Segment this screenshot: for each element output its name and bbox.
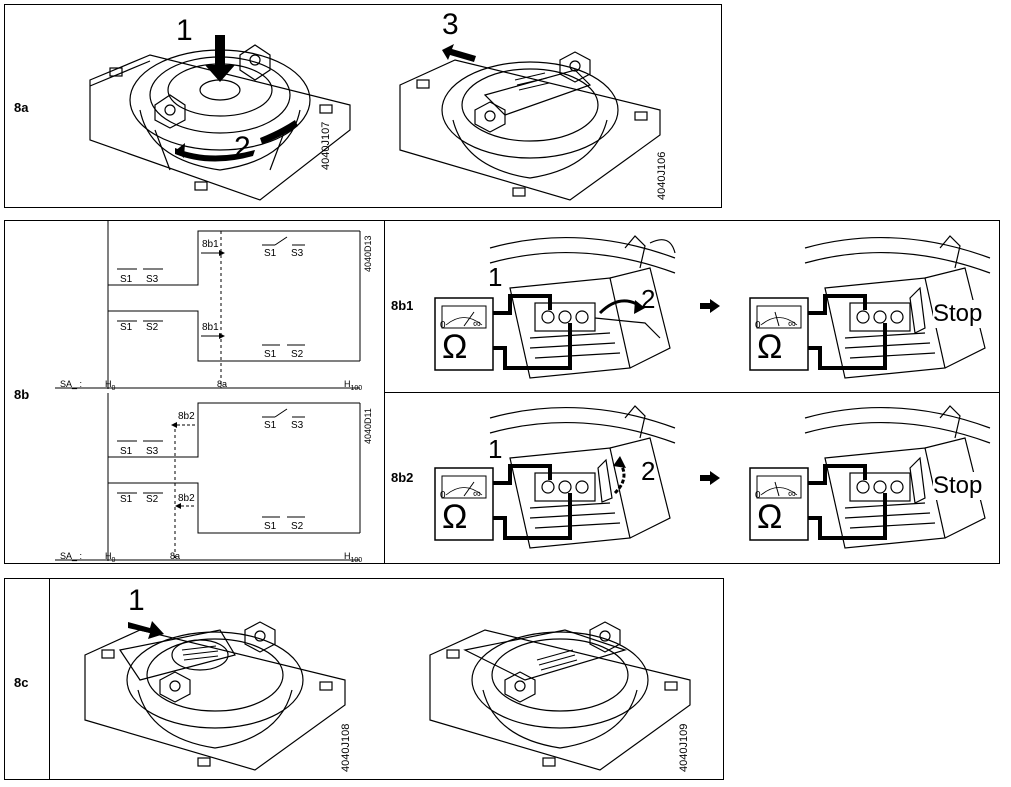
switch-label-s2-bottom-left-lower: S2 (146, 494, 159, 505)
axis-tick-h100-top: H100 (344, 379, 363, 392)
switch-label-s1-bottom-right: S1 (264, 420, 277, 431)
meter-scale-0-8b2-right: 0 (755, 490, 761, 501)
actuator-illustration-8c-left (84, 621, 346, 771)
switching-diagram-top (55, 221, 361, 389)
switch-label-s1-top-right: S1 (264, 248, 277, 259)
terminal-illustration-8b1-left (434, 235, 676, 379)
row-label-8b2: 8b2 (391, 470, 414, 485)
axis-tick-h0-bottom: H0 (105, 551, 116, 564)
terminal-illustration-8b2-left (434, 405, 676, 549)
marker-8b1-lower: 8b1 (202, 322, 219, 333)
terminal-illustration-8b1-right (749, 235, 991, 379)
ohm-symbol-8b2-right: Ω (757, 498, 783, 536)
actuator-illustration-8a-right (399, 51, 661, 201)
switch-label-s2-top-left-lower: S2 (146, 322, 159, 333)
section-8c-frame (4, 578, 724, 780)
marker-8b2-upper: 8b2 (178, 411, 195, 422)
step-1-label-8c: 1 (128, 584, 145, 617)
section-8a-label: 8a (14, 100, 29, 115)
step-2-label-8a: 2 (234, 131, 251, 164)
switch-label-s1-bottom-right-lower: S1 (264, 521, 277, 532)
switch-label-s1-bottom-left: S1 (120, 446, 133, 457)
switch-label-s3-bottom-left: S3 (146, 446, 159, 457)
figure-code-8c-left: 4040J108 (340, 723, 352, 772)
switch-label-s3-bottom-right: S3 (291, 420, 304, 431)
figure-code-diagram-bottom: 4040D11 (363, 408, 373, 444)
axis-tick-8a-top: 8a (217, 379, 228, 389)
step-2-label-8b2: 2 (641, 456, 656, 486)
actuator-illustration-8a-left (89, 35, 351, 201)
switch-label-s1-top-left: S1 (120, 274, 133, 285)
meter-scale-0-8b2-left: 0 (440, 490, 446, 501)
figure-code-8a-left: 4040J107 (320, 121, 332, 170)
axis-label-sa-bottom: SA‗ : (60, 551, 82, 561)
step-1-label-8b1: 1 (488, 262, 503, 292)
ohm-symbol-8b1-left: Ω (442, 328, 468, 366)
marker-8b2-lower: 8b2 (178, 493, 195, 504)
step-3-label-8a: 3 (442, 8, 459, 41)
section-8c-label-divider (49, 578, 50, 780)
axis-tick-h0-top: H0 (105, 379, 116, 392)
stop-label-8b1: Stop (933, 300, 983, 328)
switching-diagram-bottom (55, 393, 361, 561)
switch-label-s3-top-right: S3 (291, 248, 304, 259)
meter-scale-inf-8b1-right: ∞ (788, 318, 796, 330)
meter-scale-inf-8b2-right: ∞ (788, 488, 796, 500)
right-arrow-icon-8c (128, 621, 164, 639)
stop-label-8b2: Stop (933, 472, 983, 500)
figure-code-diagram-top: 4040D13 (363, 235, 373, 272)
axis-label-sa-top: SA‗ : (60, 379, 82, 389)
step-1-label-8a: 1 (176, 14, 193, 47)
meter-scale-0-8b1-right: 0 (755, 320, 761, 331)
switch-label-s1-top-right-lower: S1 (264, 349, 277, 360)
switch-label-s1-top-left-lower: S1 (120, 322, 133, 333)
row-label-8b1: 8b1 (391, 298, 414, 313)
switch-label-s2-bottom-right-lower: S2 (291, 521, 304, 532)
meter-scale-inf-8b1-left: ∞ (473, 318, 481, 330)
section-8a-frame (4, 4, 722, 208)
axis-tick-8a-bottom: 8a (170, 551, 181, 561)
left-arrow-icon (442, 44, 476, 62)
actuator-illustration-8c-right (429, 621, 691, 771)
step-2-label-8b1: 2 (641, 284, 656, 314)
section-8b-row-divider (384, 392, 1000, 393)
switch-label-s2-top-right-lower: S2 (291, 349, 304, 360)
switch-label-s3-top-left: S3 (146, 274, 159, 285)
figure-code-8c-right: 4040J109 (678, 723, 690, 772)
ohm-symbol-8b1-right: Ω (757, 328, 783, 366)
section-8b-label: 8b (14, 387, 30, 402)
figure-code-8a-right: 4040J106 (656, 151, 668, 200)
switch-label-s1-bottom-left-lower: S1 (120, 494, 133, 505)
axis-tick-h100-bottom: H100 (344, 551, 363, 564)
down-arrow-icon (205, 35, 235, 82)
terminal-illustration-8b2-right (749, 405, 991, 549)
section-8c-label: 8c (14, 675, 29, 690)
ohm-symbol-8b2-left: Ω (442, 498, 468, 536)
marker-8b1-upper: 8b1 (202, 239, 219, 250)
meter-scale-inf-8b2-left: ∞ (473, 488, 481, 500)
right-arrow-icon-8b1 (700, 299, 720, 313)
meter-scale-0-8b1-left: 0 (440, 320, 446, 331)
step-1-label-8b2: 1 (488, 434, 503, 464)
right-arrow-icon-8b2 (700, 471, 720, 485)
